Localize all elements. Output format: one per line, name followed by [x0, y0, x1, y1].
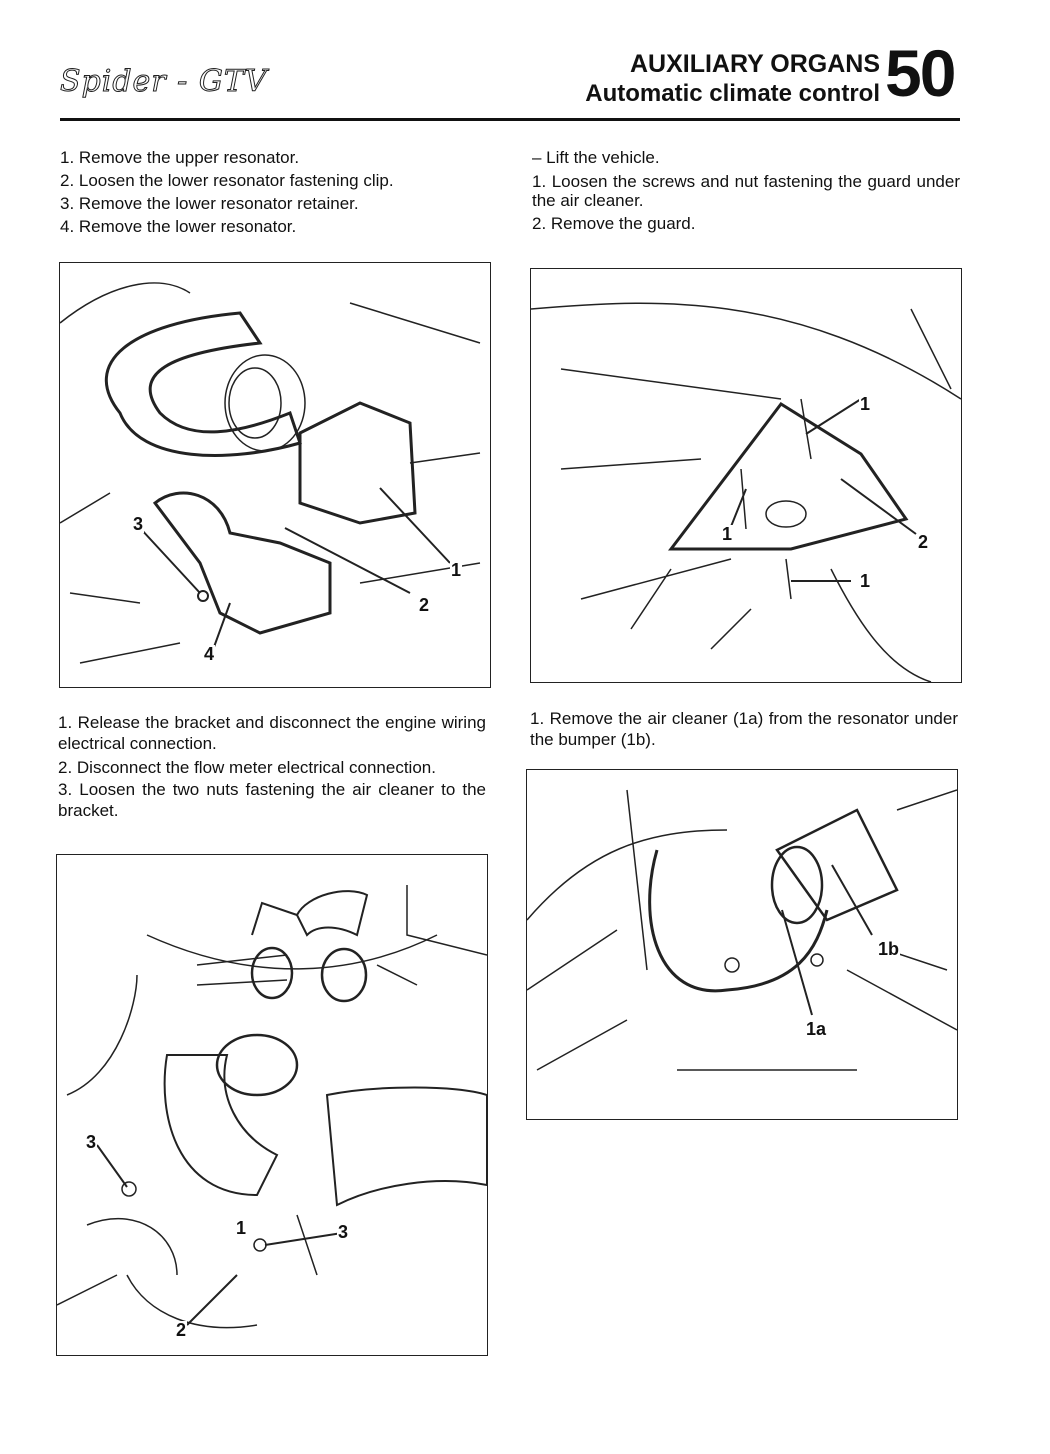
callout-2: 2 — [175, 1320, 188, 1340]
air-cleaner-bracket-illustration — [57, 885, 487, 1329]
callout-1: 1 — [859, 571, 872, 591]
step: 4. Remove the lower resonator. — [60, 217, 297, 236]
section-subtitle: Automatic climate control — [585, 80, 880, 107]
callout-3: 3 — [85, 1132, 98, 1152]
callout-1: 1 — [450, 560, 463, 580]
steps-remove-guard: – Lift the vehicle. 1. Loosen the screws… — [532, 146, 960, 235]
step: 1. Remove the upper resonator. — [60, 148, 300, 167]
callout-1: 1 — [235, 1218, 248, 1238]
step: 1. Release the bracket and disconnect th… — [58, 713, 486, 753]
step: 2. Loosen the lower resonator fastening … — [60, 171, 394, 190]
callout-1: 1 — [721, 524, 734, 544]
logo-spider-gtv: Spider - GTV — [60, 64, 268, 100]
step: 2. Disconnect the flow meter electrical … — [58, 758, 436, 777]
callout-3: 3 — [337, 1222, 350, 1242]
engine-bay-illustration — [60, 282, 481, 664]
figure-air-cleaner: 1b 1a — [526, 769, 958, 1120]
air-cleaner-underbumper-illustration — [527, 789, 957, 1071]
step: 2. Remove the guard. — [532, 214, 696, 233]
figure-resonator: 3 1 2 4 — [59, 262, 491, 688]
callout-4: 4 — [203, 644, 216, 664]
callout-2: 2 — [917, 532, 930, 552]
callout-1a: 1a — [805, 1019, 828, 1039]
step: 3. Loosen the two nuts fastening the air… — [58, 780, 486, 820]
section-title: AUXILIARY ORGANS — [629, 50, 880, 78]
callout-1b: 1b — [877, 939, 901, 959]
header-rule — [60, 118, 960, 121]
step: 3. Remove the lower resonator retainer. — [60, 194, 359, 213]
steps-remove-air-cleaner: 1. Remove the air cleaner (1a) from the … — [530, 708, 958, 750]
steps-remove-resonator: 1. Remove the upper resonator. 2. Loosen… — [60, 146, 490, 238]
section-number: 50 — [885, 36, 956, 110]
figure-guard: 1 2 1 1 — [530, 268, 962, 683]
underbody-guard-illustration — [531, 302, 961, 682]
step: 1. Remove the air cleaner (1a) from the … — [530, 709, 958, 749]
steps-disconnect: 1. Release the bracket and disconnect th… — [58, 712, 486, 821]
callout-3: 3 — [132, 514, 145, 534]
callout-2: 2 — [418, 595, 431, 615]
step: – Lift the vehicle. — [532, 148, 660, 167]
callout-1: 1 — [859, 394, 872, 414]
figure-connections: 1 3 3 2 — [56, 854, 488, 1356]
step: 1. Loosen the screws and nut fastening t… — [532, 172, 960, 210]
